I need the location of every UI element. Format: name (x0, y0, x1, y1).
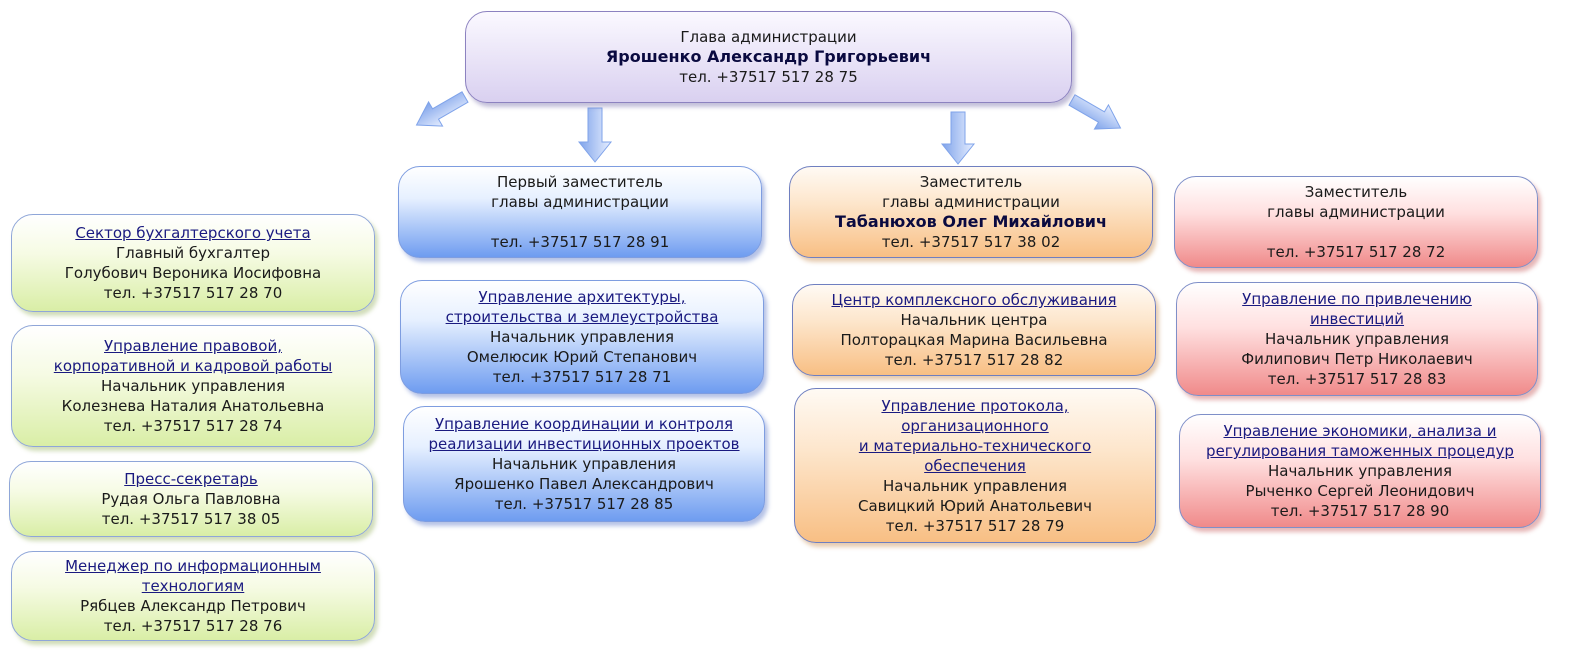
protocol-dept-box: Управление протокола, организационного и… (794, 388, 1156, 543)
economy-dept-box: Управление экономики, анализа и регулиро… (1179, 414, 1541, 528)
investment-projects-dept-box: Управление координации и контроля реализ… (403, 406, 765, 522)
first-deputy-subtitle: главы администрации (491, 193, 669, 211)
legal-hr-person: Колезнева Наталия Анатольевна (61, 397, 325, 415)
press-secretary-box: Пресс-секретарь Рудая Ольга Павловна тел… (9, 461, 373, 537)
head-phone: тел. +37517 517 28 75 (679, 68, 858, 86)
third-deputy-spacer (1181, 222, 1531, 242)
legal-hr-link-line1[interactable]: Управление правовой, (104, 337, 282, 355)
legal-hr-box: Управление правовой, корпоративной и кад… (11, 325, 375, 447)
third-deputy-subtitle: главы администрации (1267, 203, 1445, 221)
protocol-dept-phone: тел. +37517 517 28 79 (885, 516, 1065, 535)
arrow-to-left-column (415, 91, 469, 127)
investment-attraction-link-line1[interactable]: Управление по привлечению (1242, 290, 1472, 308)
accounting-sector-box: Сектор бухгалтерского учета Главный бухг… (11, 214, 375, 312)
press-secretary-phone: тел. +37517 517 38 05 (101, 510, 281, 528)
investment-attraction-dept-box: Управление по привлечению инвестиций Нач… (1176, 282, 1538, 396)
investment-attraction-link-line2[interactable]: инвестиций (1309, 310, 1405, 328)
investment-projects-role: Начальник управления (492, 455, 676, 473)
protocol-dept-link-line2[interactable]: организационного (901, 416, 1049, 435)
accounting-sector-link[interactable]: Сектор бухгалтерского учета (75, 224, 311, 242)
service-center-link[interactable]: Центр комплексного обслуживания (831, 291, 1117, 309)
economy-dept-person: Рыченко Сергей Леонидович (1245, 482, 1475, 500)
protocol-dept-link-line4[interactable]: обеспечения (924, 456, 1026, 475)
architecture-dept-box: Управление архитектуры, строительства и … (400, 280, 764, 394)
it-manager-person: Рябцев Александр Петрович (80, 597, 306, 615)
service-center-phone: тел. +37517 517 28 82 (884, 351, 1064, 369)
second-deputy-box: Заместитель главы администрации Табанюхо… (789, 166, 1153, 258)
architecture-dept-role: Начальник управления (490, 328, 674, 346)
second-deputy-phone: тел. +37517 517 38 02 (881, 233, 1061, 251)
legal-hr-role: Начальник управления (101, 377, 285, 395)
accounting-phone: тел. +37517 517 28 70 (103, 284, 283, 302)
accounting-person: Голубович Вероника Иосифовна (64, 264, 322, 282)
protocol-dept-person: Савицкий Юрий Анатольевич (857, 496, 1093, 515)
first-deputy-box: Первый заместитель главы администрации т… (398, 166, 762, 258)
investment-projects-person: Ярошенко Павел Александрович (454, 475, 714, 493)
economy-dept-phone: тел. +37517 517 28 90 (1270, 502, 1450, 520)
service-center-box: Центр комплексного обслуживания Начальни… (792, 284, 1156, 376)
economy-dept-role: Начальник управления (1268, 462, 1452, 480)
service-center-role: Начальник центра (900, 311, 1048, 329)
protocol-dept-link-line1[interactable]: Управление протокола, (881, 396, 1069, 415)
third-deputy-box: Заместитель главы администрации тел. +37… (1174, 176, 1538, 268)
second-deputy-name: Табанюхов Олег Михайлович (835, 212, 1107, 231)
investment-attraction-person: Филипович Петр Николаевич (1241, 350, 1473, 368)
arrow-to-second-deputy (940, 111, 976, 165)
third-deputy-title: Заместитель (1304, 183, 1408, 201)
head-of-administration-box: Глава администрации Ярошенко Александр Г… (465, 11, 1072, 103)
economy-dept-link-line1[interactable]: Управление экономики, анализа и (1223, 422, 1497, 440)
legal-hr-link-line2[interactable]: корпоративной и кадровой работы (53, 357, 333, 375)
service-center-person: Полторацкая Марина Васильевна (840, 331, 1108, 349)
third-deputy-phone: тел. +37517 517 28 72 (1266, 243, 1446, 261)
investment-projects-link-line1[interactable]: Управление координации и контроля (434, 415, 733, 433)
architecture-dept-phone: тел. +37517 517 28 71 (492, 368, 672, 386)
economy-dept-link-line2[interactable]: регулирования таможенных процедур (1206, 442, 1514, 460)
first-deputy-title: Первый заместитель (496, 173, 664, 191)
first-deputy-spacer (405, 212, 755, 232)
press-secretary-link[interactable]: Пресс-секретарь (124, 470, 258, 488)
investment-attraction-phone: тел. +37517 517 28 83 (1267, 370, 1447, 388)
arrow-to-third-deputy (1068, 94, 1122, 130)
it-manager-link-line2[interactable]: технологиям (141, 577, 245, 595)
head-title: Глава администрации (680, 28, 857, 46)
first-deputy-phone: тел. +37517 517 28 91 (490, 233, 670, 251)
it-manager-phone: тел. +37517 517 28 76 (103, 617, 283, 635)
legal-hr-phone: тел. +37517 517 28 74 (103, 417, 283, 435)
architecture-dept-person: Омелюсик Юрий Степанович (466, 348, 698, 366)
investment-attraction-role: Начальник управления (1265, 330, 1449, 348)
press-secretary-person: Рудая Ольга Павловна (101, 490, 281, 508)
head-name: Ярошенко Александр Григорьевич (605, 47, 932, 66)
investment-projects-phone: тел. +37517 517 28 85 (494, 495, 674, 513)
arrow-to-first-deputy (577, 107, 613, 163)
architecture-dept-link-line2[interactable]: строительства и землеустройства (445, 308, 719, 326)
investment-projects-link-line2[interactable]: реализации инвестиционных проектов (428, 435, 740, 453)
second-deputy-title: Заместитель (919, 173, 1023, 191)
second-deputy-subtitle: главы администрации (882, 193, 1060, 211)
architecture-dept-link-line1[interactable]: Управление архитектуры, (478, 288, 686, 306)
it-manager-box: Менеджер по информационным технологиям Р… (11, 551, 375, 641)
protocol-dept-role: Начальник управления (883, 476, 1067, 495)
accounting-role: Главный бухгалтер (115, 244, 271, 262)
it-manager-link-line1[interactable]: Менеджер по информационным (65, 557, 321, 575)
protocol-dept-link-line3[interactable]: и материально-технического (858, 436, 1092, 455)
